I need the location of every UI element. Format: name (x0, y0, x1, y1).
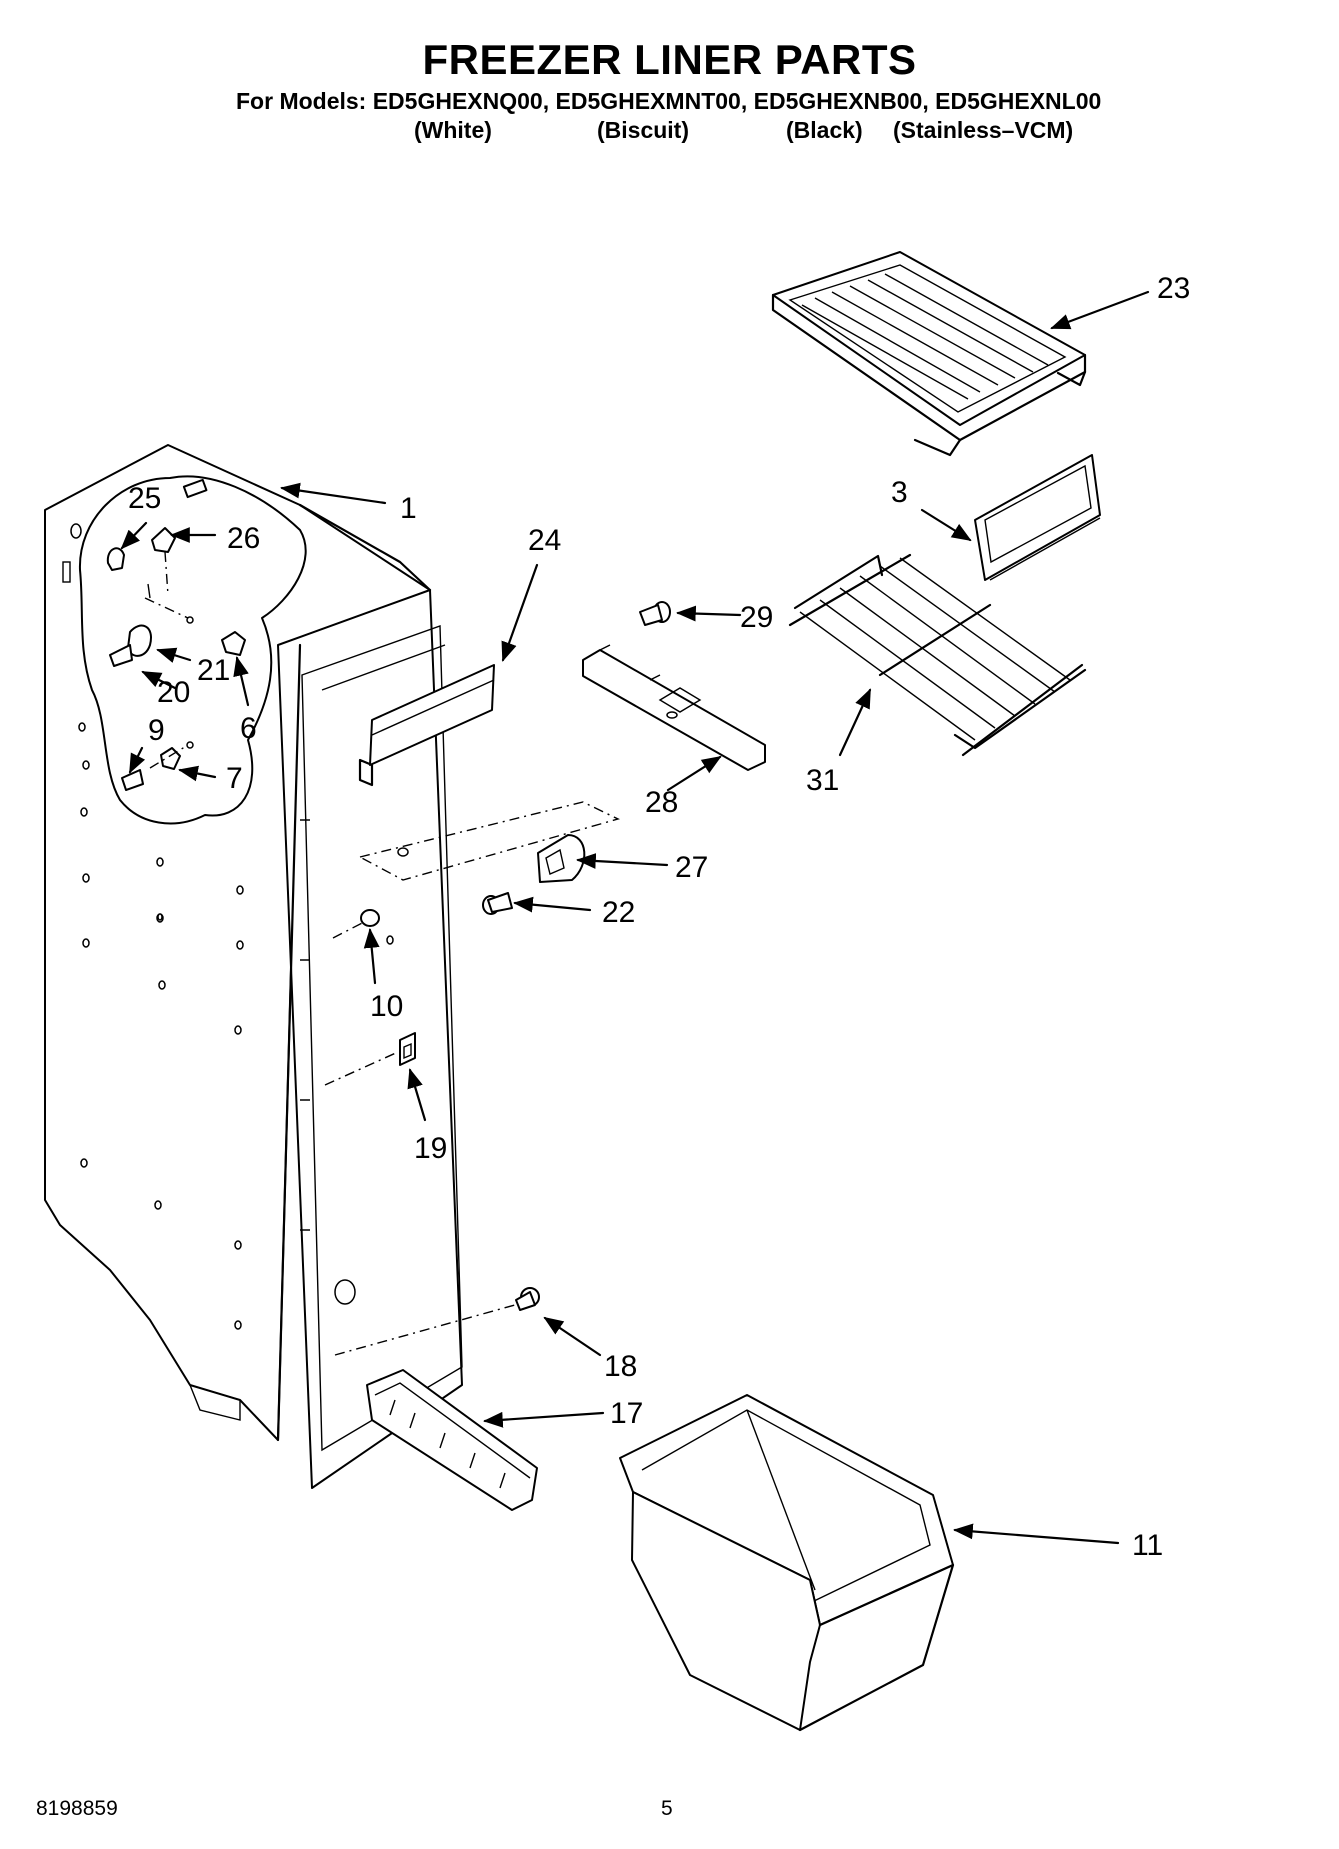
freezer-liner (44, 444, 463, 1489)
part-23-shelf (771, 251, 1087, 457)
part-19-switch (324, 1032, 416, 1086)
part-10-fastener (332, 909, 380, 939)
part-31-wire-shelf (788, 553, 1087, 757)
detail-parts (106, 527, 246, 791)
callout-21: 21 (197, 654, 230, 687)
callout-17: 17 (610, 1397, 643, 1430)
callout-29: 29 (740, 601, 773, 634)
callout-10: 10 (370, 990, 403, 1023)
callout-26: 26 (227, 522, 260, 555)
callout-19: 19 (414, 1132, 447, 1165)
page-number: 5 (661, 1797, 673, 1820)
callout-20: 20 (157, 676, 190, 709)
callout-9: 9 (148, 714, 165, 747)
callout-18: 18 (604, 1350, 637, 1383)
part-18-screw (334, 1287, 541, 1356)
part-22-screw (482, 892, 513, 915)
color-stainless: (Stainless–VCM) (893, 117, 1074, 143)
part-29-screw (639, 601, 671, 626)
callout-23: 23 (1157, 272, 1190, 305)
callout-22: 22 (602, 896, 635, 929)
callout-3: 3 (891, 476, 908, 509)
part-28-bracket (582, 644, 766, 771)
callout-7: 7 (226, 762, 243, 795)
callout-1: 1 (400, 492, 417, 525)
leader-lines (120, 290, 1150, 1545)
part-11-ice-bin (619, 1394, 955, 1732)
color-black: (Black) (786, 117, 863, 143)
callout-27: 27 (675, 851, 708, 884)
part-24-light-shield (358, 664, 495, 787)
color-biscuit: (Biscuit) (597, 117, 689, 143)
callout-labels: 1 3 6 7 9 10 11 17 18 19 20 21 22 23 24 … (128, 272, 1190, 1562)
part-17-grille (366, 1369, 538, 1511)
callout-11: 11 (1132, 1529, 1163, 1562)
callout-24: 24 (528, 524, 561, 557)
part-27-control (358, 801, 620, 883)
liner-holes (78, 722, 244, 1330)
callout-6: 6 (240, 712, 257, 745)
part-number: 8198859 (36, 1797, 118, 1820)
callout-25: 25 (128, 482, 161, 515)
callout-28: 28 (645, 786, 678, 819)
page-title: FREEZER LINER PARTS (422, 36, 917, 83)
callout-31: 31 (806, 764, 839, 797)
color-white: (White) (414, 117, 492, 143)
models-line: For Models: ED5GHEXNQ00, ED5GHEXMNT00, E… (236, 88, 1102, 114)
part-3-frame (974, 454, 1101, 581)
